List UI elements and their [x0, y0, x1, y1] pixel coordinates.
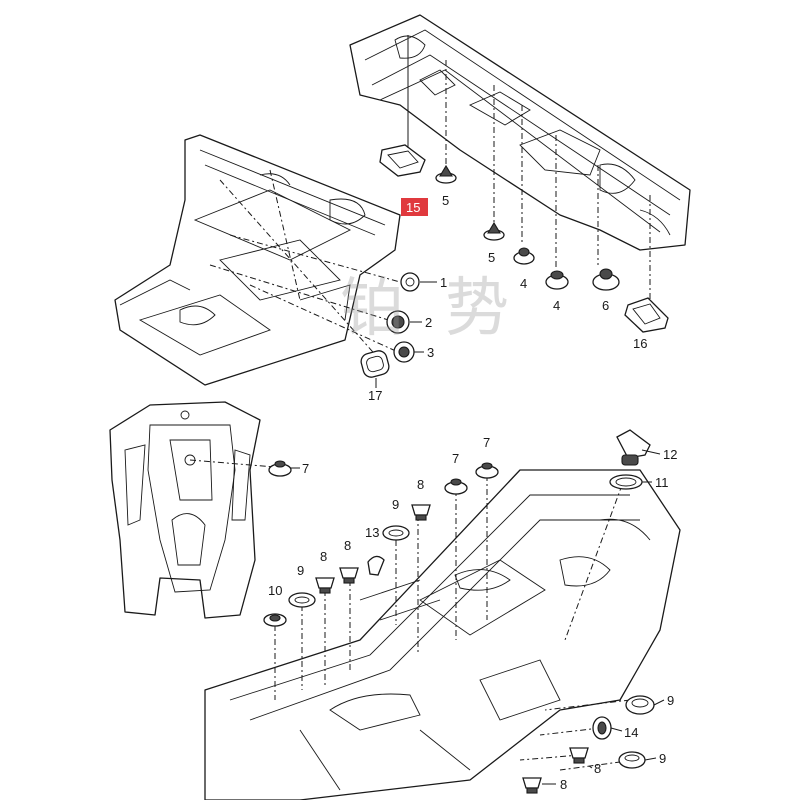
callout-13: 13 [365, 525, 379, 540]
callout-7a: 7 [302, 461, 309, 476]
front-floor-leaders [209, 169, 401, 361]
part-16-bracket [624, 297, 669, 333]
part-5a-plug [435, 164, 457, 184]
callout-4b: 4 [553, 298, 560, 313]
part-5b-plug [483, 221, 505, 241]
part-7c-plug [475, 462, 499, 479]
part-15-bracket [379, 144, 426, 177]
part-14-grommet [592, 716, 612, 740]
part-9a-plug [382, 525, 410, 541]
part-7b-plug [444, 478, 468, 495]
part-6-plug [592, 268, 620, 291]
part-8b-plug [339, 567, 359, 584]
underbody-overview-drawing [109, 401, 276, 619]
callout-9a: 9 [392, 497, 399, 512]
part-2-grommet [386, 310, 410, 334]
callout-11: 11 [655, 475, 669, 490]
callout-2: 2 [425, 315, 432, 330]
part-11-ring [609, 474, 643, 490]
callout-5a: 5 [442, 193, 449, 208]
part-9c-plug [625, 695, 655, 715]
callout-1: 1 [440, 275, 447, 290]
callout-labels: 1 2 3 4 4 5 5 6 7 7 7 8 8 8 8 8 9 9 9 9 … [268, 193, 677, 792]
part-10-plug [263, 613, 287, 627]
part-8c-plug [315, 577, 335, 594]
label-leaders [291, 35, 665, 785]
callout-8b: 8 [344, 538, 351, 553]
main-floor-leaders [274, 475, 636, 771]
callout-15-highlight [401, 198, 428, 216]
watermark-char-1: 铂 [340, 272, 404, 346]
callout-7b: 7 [452, 451, 459, 466]
callout-9b: 9 [297, 563, 304, 578]
part-9d-plug [618, 751, 646, 769]
part-7a-plug [268, 460, 292, 477]
part-8a-plug [411, 504, 431, 521]
callout-16: 16 [633, 336, 647, 351]
callout-5b: 5 [488, 250, 495, 265]
rear-crossmember-drawing [349, 14, 691, 251]
part-17-seal [360, 350, 390, 378]
callout-8e: 8 [560, 777, 567, 792]
watermark: 铂 势 [340, 272, 509, 346]
part-12-drain-valve [616, 429, 651, 466]
watermark-char-2: 势 [445, 272, 509, 346]
part-13-clip [367, 555, 385, 576]
callout-6: 6 [602, 298, 609, 313]
callout-17: 17 [368, 388, 382, 403]
main-floor-drawing [204, 469, 681, 800]
callout-15: 15 [406, 200, 420, 215]
part-4a-plug [513, 247, 535, 265]
front-floor-drawing [114, 134, 401, 386]
callout-8a: 8 [417, 477, 424, 492]
part-1-plug [400, 272, 420, 292]
part-8e-plug [522, 777, 542, 794]
callout-10: 10 [268, 583, 282, 598]
callout-4a: 4 [520, 276, 527, 291]
part-9b-plug [288, 592, 316, 608]
callout-3: 3 [427, 345, 434, 360]
callout-12: 12 [663, 447, 677, 462]
callout-14: 14 [624, 725, 638, 740]
callout-9c: 9 [667, 693, 674, 708]
callout-7c: 7 [483, 435, 490, 450]
part-8d-plug [569, 747, 589, 764]
callout-8c: 8 [320, 549, 327, 564]
part-4b-plug [545, 270, 569, 290]
callout-8d: 8 [594, 761, 601, 776]
callout-9d: 9 [659, 751, 666, 766]
